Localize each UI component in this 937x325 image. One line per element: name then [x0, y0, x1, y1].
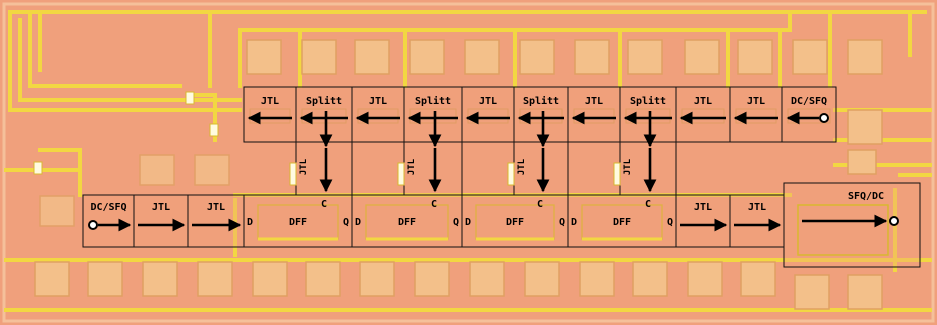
output-cell-label: SFQ/DC — [848, 191, 884, 202]
dff-c-port: C — [537, 199, 543, 210]
top-cell-label: JTL — [585, 96, 603, 107]
top-cell-label: JTL — [747, 96, 765, 107]
top-cell-label: JTL — [369, 96, 387, 107]
contact-pads — [34, 39, 883, 310]
top-cell-label: Splitt — [415, 95, 451, 107]
top-cell-label: JTL — [479, 96, 497, 107]
vertical-jtl-label: JTL — [623, 158, 633, 175]
dff-q-port: Q — [343, 217, 349, 228]
vertical-jtl-label: JTL — [299, 158, 309, 175]
bottom-cell — [783, 182, 921, 268]
vertical-jtl-label: JTL — [407, 158, 417, 175]
bottom-cell-label: JTL — [207, 202, 225, 213]
top-cell-label: Splitt — [630, 95, 666, 107]
dff-d-port: D — [247, 217, 253, 228]
bias-resistor — [397, 162, 405, 186]
signal-arrows — [88, 111, 899, 232]
bias-traces — [4, 10, 932, 312]
bias-resistor — [507, 162, 515, 186]
top-cell — [351, 86, 405, 143]
top-cell-label: Splitt — [306, 95, 342, 107]
bias-resistor — [613, 162, 621, 186]
top-cell-label: JTL — [694, 96, 712, 107]
input-cell-label: DC/SFQ — [90, 202, 126, 213]
dff-c-port: C — [321, 199, 327, 210]
bottom-cell-label: JTL — [152, 202, 170, 213]
output-terminal-icon — [889, 216, 899, 226]
bottom-cell-label: JTL — [694, 202, 712, 213]
dff-c-port: C — [431, 199, 437, 210]
sfqdc-circuit — [797, 204, 889, 256]
input-terminal-icon — [88, 220, 98, 230]
input-terminal-icon — [819, 113, 829, 123]
circuit-blocks — [82, 86, 921, 268]
bias-resistor — [289, 162, 297, 186]
resistor-features — [33, 91, 219, 175]
dff-q-port: Q — [453, 217, 459, 228]
dff-label: DFF — [613, 217, 631, 228]
dff-q-port: Q — [559, 217, 565, 228]
dff-label: DFF — [289, 217, 307, 228]
dff-d-port: D — [355, 217, 361, 228]
dff-d-port: D — [465, 217, 471, 228]
bottom-cell-label: JTL — [748, 202, 766, 213]
top-cell-label: Splitt — [523, 95, 559, 107]
dff-d-port: D — [571, 217, 577, 228]
top-cell-label: DC/SFQ — [791, 96, 827, 107]
dff-label: DFF — [398, 217, 416, 228]
dff-c-port: C — [645, 199, 651, 210]
dff-label: DFF — [506, 217, 524, 228]
dff-q-port: Q — [667, 217, 673, 228]
vertical-jtl-label: JTL — [517, 158, 527, 175]
top-cell-label: JTL — [261, 96, 279, 107]
bottom-cell — [675, 194, 731, 248]
